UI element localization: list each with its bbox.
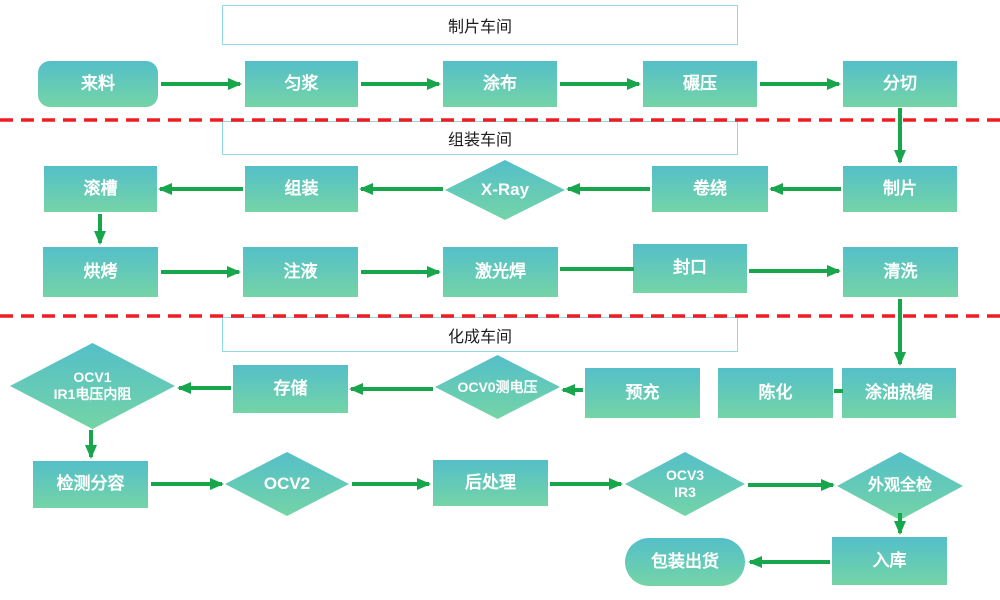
section-title-formation-workshop: 化成车间: [222, 317, 738, 352]
node-slitting: 分切: [843, 61, 957, 107]
section-title-assembly-workshop: 组装车间: [222, 121, 738, 155]
section-title-label: 制片车间: [447, 19, 512, 36]
node-pre-charging: 预充: [585, 368, 700, 418]
node-sheet-making: 制片: [843, 166, 957, 212]
node-packing-shipping: 包装出货: [625, 538, 745, 586]
node-aging: 陈化: [718, 368, 833, 418]
node-ocv2-test: OCV2: [225, 452, 349, 516]
section-title-label: 化成车间: [447, 328, 512, 346]
node-winding: 卷绕: [652, 166, 768, 212]
node-ocv1-ir1-test: OCV1 IR1电压内阻: [10, 343, 175, 429]
node-coating: 涂布: [443, 61, 557, 107]
node-grooving: 滚槽: [44, 166, 157, 212]
node-post-processing: 后处理: [433, 460, 548, 506]
node-assembly: 组装: [245, 166, 358, 212]
node-ocv0-voltage-test: OCV0测电压: [435, 355, 560, 419]
node-slurry-mixing: 匀浆: [245, 61, 358, 107]
section-title-label: 组装车间: [447, 132, 512, 149]
node-capacity-grading-test: 检测分容: [33, 461, 148, 508]
section-title-sheet-workshop: 制片车间: [222, 5, 738, 45]
node-cleaning: 清洗: [843, 247, 958, 297]
node-warehousing: 入库: [832, 537, 947, 585]
node-calendering: 碾压: [643, 61, 757, 107]
node-full-appearance-inspection: 外观全检: [837, 452, 963, 520]
node-sealing: 封口: [633, 244, 747, 293]
node-laser-welding: 激光焊: [443, 247, 558, 297]
node-storage: 存储: [233, 365, 348, 413]
node-oiling-heat-shrink: 涂油热缩: [842, 368, 956, 418]
node-ocv3-ir3-test: OCV3 IR3: [625, 452, 745, 516]
node-electrolyte-filling: 注液: [243, 247, 358, 297]
node-baking: 烘烤: [43, 247, 158, 297]
node-incoming-material: 来料: [38, 61, 158, 107]
node-xray-inspection: X-Ray: [445, 160, 565, 220]
